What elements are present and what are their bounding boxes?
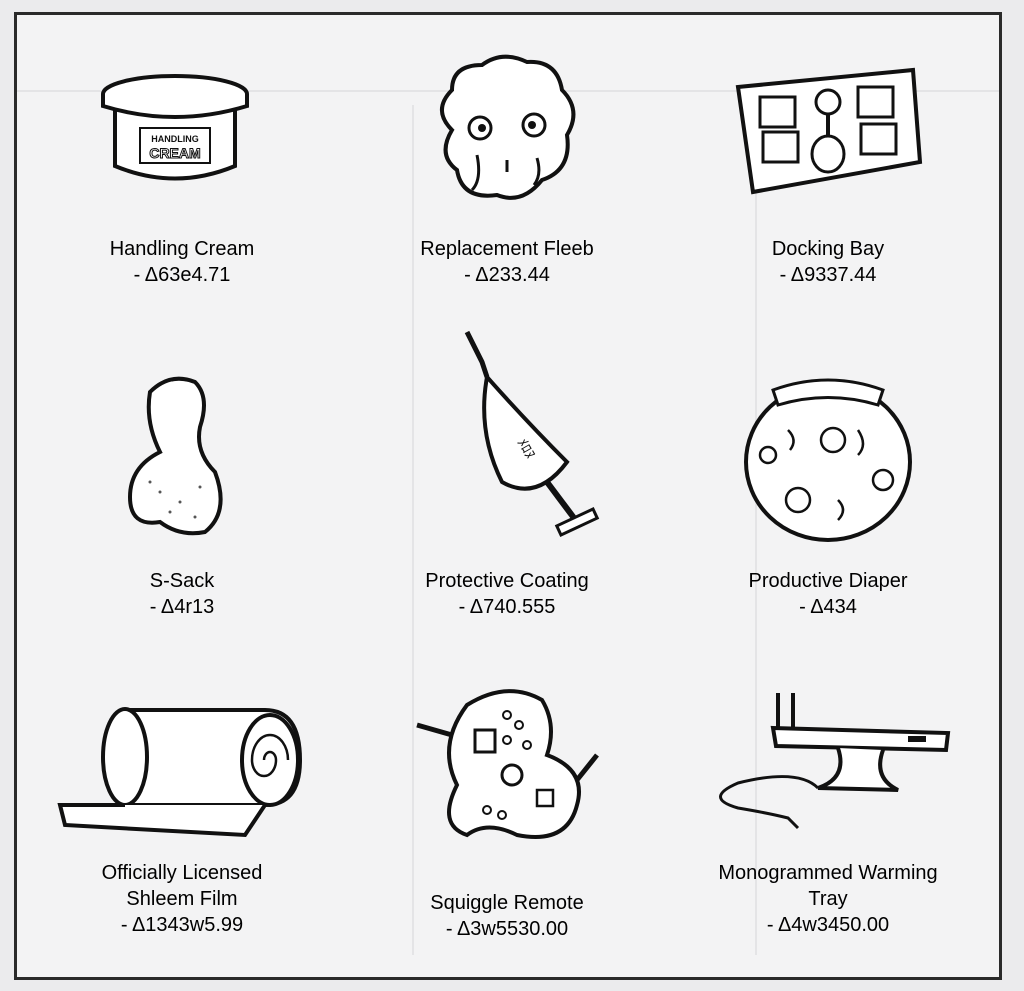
product-name: Handling Cream (109, 238, 255, 260)
product-price: - Δ3w5530.00 (445, 918, 569, 940)
svg-text:CREAM: CREAM (149, 145, 200, 161)
product-caption: Monogrammed Warming Tray - Δ4w3450.00 (668, 860, 988, 938)
cream-jar-icon: HANDLING CREAM (101, 74, 249, 181)
product-replacement-fleeb (347, 50, 667, 210)
bleed-through-line (755, 105, 757, 955)
product-warming-tray (668, 688, 988, 838)
product-price: - Δ233.44 (464, 264, 550, 286)
product-name-line: Officially Licensed (101, 862, 263, 884)
product-squiggle-remote (347, 685, 667, 850)
product-price: - Δ740.555 (458, 596, 556, 618)
diaper-icon (744, 378, 912, 542)
product-shleem-film (25, 700, 345, 840)
product-handling-cream: HANDLING CREAM (15, 66, 335, 196)
product-price: - Δ63e4.71 (133, 264, 231, 286)
product-price: - Δ4w3450.00 (766, 914, 890, 936)
product-name: Protective Coating (425, 570, 589, 592)
product-name-line: Monogrammed Warming (718, 862, 938, 884)
product-price: - Δ1343w5.99 (120, 914, 244, 936)
fleeb-icon (440, 54, 576, 200)
docking-bay-icon (735, 67, 923, 195)
product-s-sack (20, 372, 340, 542)
product-name-line: Tray (808, 888, 848, 910)
product-name: Replacement Fleeb (420, 238, 594, 260)
product-name: Docking Bay (771, 238, 885, 260)
product-caption: Officially Licensed Shleem Film - Δ1343w… (22, 860, 342, 938)
bleed-through-line (412, 105, 414, 955)
protective-coating-icon: ﾒﾛﾇ (464, 330, 600, 537)
product-price: - Δ9337.44 (779, 264, 877, 286)
product-name: Productive Diaper (748, 570, 908, 592)
svg-text:HANDLING: HANDLING (151, 134, 199, 144)
product-price: - Δ4r13 (149, 596, 215, 618)
product-price: - Δ434 (799, 596, 857, 618)
product-name: Squiggle Remote (430, 892, 584, 914)
product-protective-coating: ﾒﾛﾇ (347, 322, 667, 552)
product-caption: Productive Diaper - Δ434 (668, 568, 988, 620)
product-caption: S-Sack - Δ4r13 (22, 568, 342, 620)
s-sack-icon (127, 376, 223, 536)
shleem-film-roll-icon (57, 707, 303, 838)
product-caption: Docking Bay - Δ9337.44 (668, 236, 988, 288)
product-docking-bay (668, 62, 988, 207)
squiggle-remote-icon (416, 689, 599, 839)
product-productive-diaper (668, 370, 988, 545)
product-caption: Protective Coating - Δ740.555 (347, 568, 667, 620)
product-caption: Replacement Fleeb - Δ233.44 (347, 236, 667, 288)
product-name-line: Shleem Film (126, 888, 238, 910)
product-caption: Squiggle Remote - Δ3w5530.00 (347, 890, 667, 942)
warming-tray-icon (719, 693, 951, 830)
product-caption: Handling Cream - Δ63e4.71 (22, 236, 342, 288)
product-name: S-Sack (149, 570, 215, 592)
